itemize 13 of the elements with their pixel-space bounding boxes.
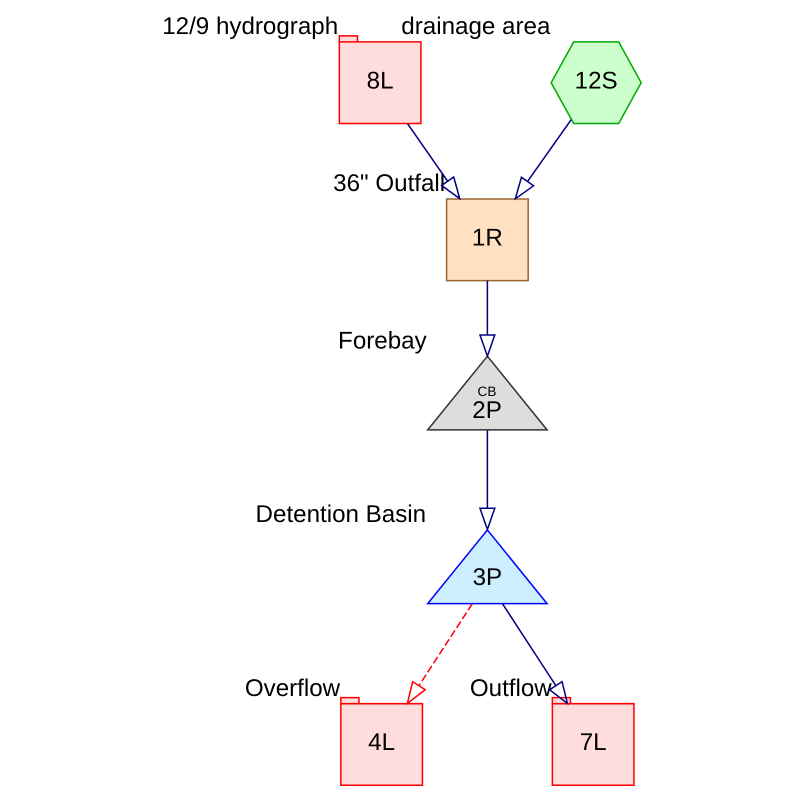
arrow (406, 123, 461, 200)
arrow (406, 603, 472, 706)
node-label: Detention Basin (255, 501, 426, 528)
arrow (478, 430, 496, 532)
node-label: 12/9 hydrograph (162, 13, 338, 40)
node-label: Outflow (469, 674, 552, 702)
node-label: Forebay (338, 327, 426, 354)
arrow (513, 119, 572, 201)
node-label: 36" Outfall (332, 170, 445, 198)
arrow (478, 280, 496, 358)
node-label: Overflow (244, 674, 340, 702)
node-box: 1R (445, 198, 528, 282)
arrow (501, 603, 568, 706)
